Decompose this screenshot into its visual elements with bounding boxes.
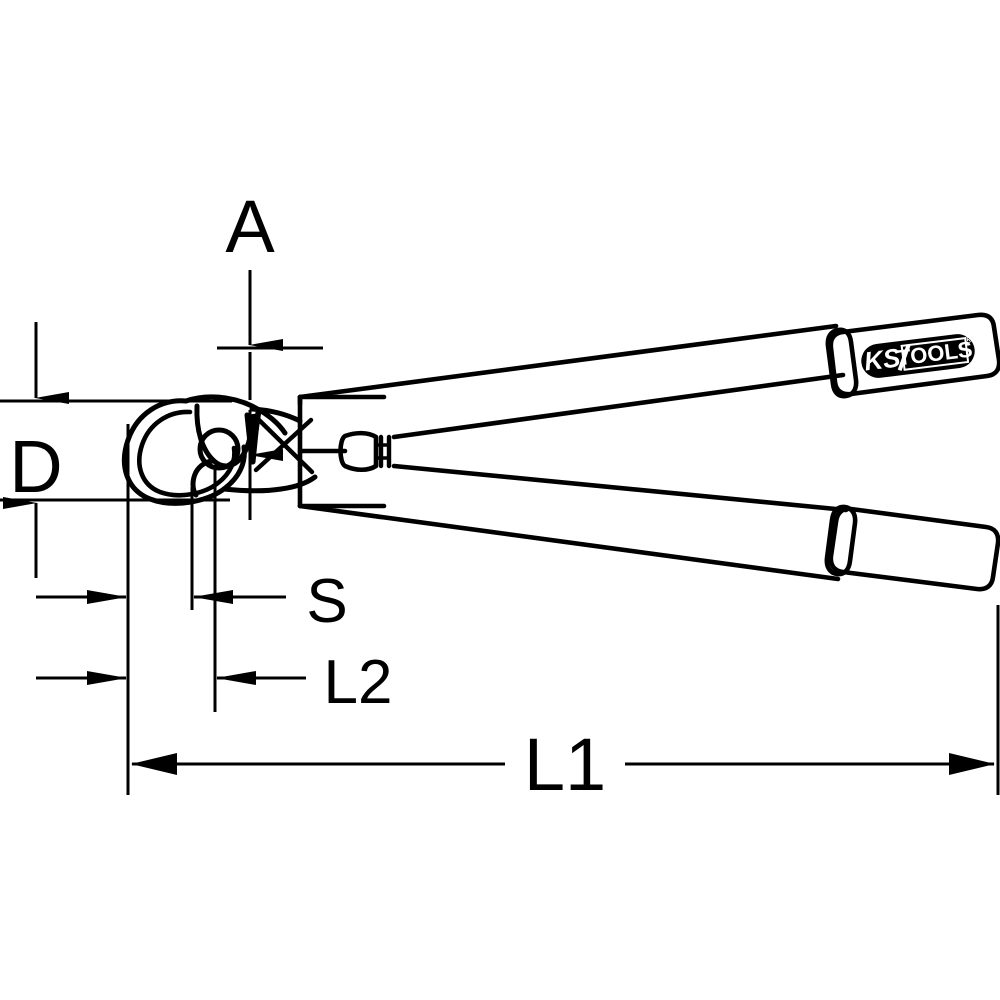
dim-label-l1: L1 (524, 723, 606, 806)
tool-geometry (121, 312, 1000, 592)
dim-label-d: D (9, 425, 62, 508)
dimension-annotations (0, 270, 1000, 795)
dimension-labels: A D S L2 L1 (9, 185, 606, 806)
dim-label-l2: L2 (324, 648, 393, 717)
dim-label-a: A (225, 185, 275, 268)
logo-trademark-symbol: ® (964, 334, 973, 346)
pivot-rivet (197, 427, 241, 471)
upper-handle (297, 323, 846, 440)
logo-ks-text: KS (862, 342, 902, 376)
upper-grip (825, 312, 1000, 399)
ks-tools-logo: KS TOOLS ® (861, 334, 975, 378)
latch-catch (338, 430, 392, 473)
lower-grip (824, 504, 1000, 592)
lower-handle (297, 463, 849, 582)
dim-label-s: S (306, 567, 347, 636)
